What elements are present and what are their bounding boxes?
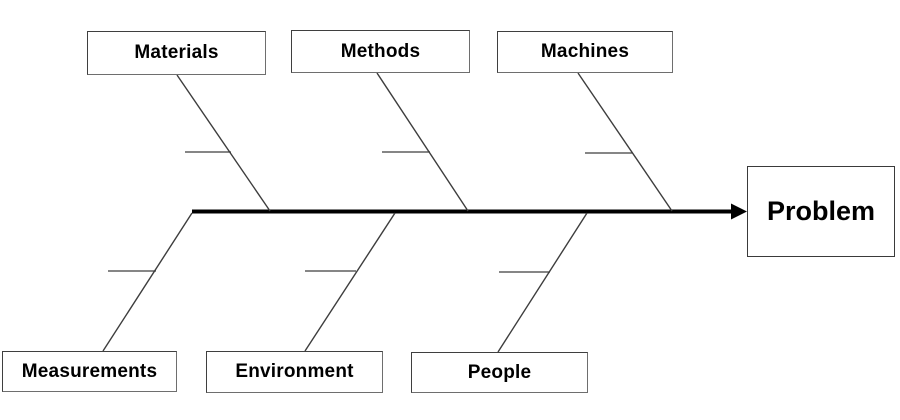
category-label-materials: Materials — [134, 42, 219, 63]
arrow-right-icon — [731, 203, 747, 220]
category-box-measurements: Measurements — [2, 351, 177, 392]
category-box-materials: Materials — [87, 31, 266, 75]
branch-line-machines — [577, 72, 673, 212]
category-box-methods: Methods — [291, 30, 470, 73]
category-box-people: People — [411, 352, 588, 393]
branch-line-measurements — [102, 212, 193, 352]
category-label-environment: Environment — [235, 361, 354, 382]
category-box-environment: Environment — [206, 351, 383, 393]
branch-line-environment — [304, 212, 396, 352]
branch-line-materials — [176, 74, 271, 212]
effect-box-problem: Problem — [747, 166, 895, 257]
category-label-machines: Machines — [540, 41, 630, 62]
effect-label: Problem — [766, 196, 876, 226]
branch-line-methods — [376, 72, 469, 212]
category-label-methods: Methods — [340, 40, 421, 62]
category-label-people: People — [467, 361, 532, 383]
category-box-machines: Machines — [497, 31, 673, 73]
branch-line-people — [497, 212, 588, 353]
category-label-measurements: Measurements — [21, 360, 158, 382]
